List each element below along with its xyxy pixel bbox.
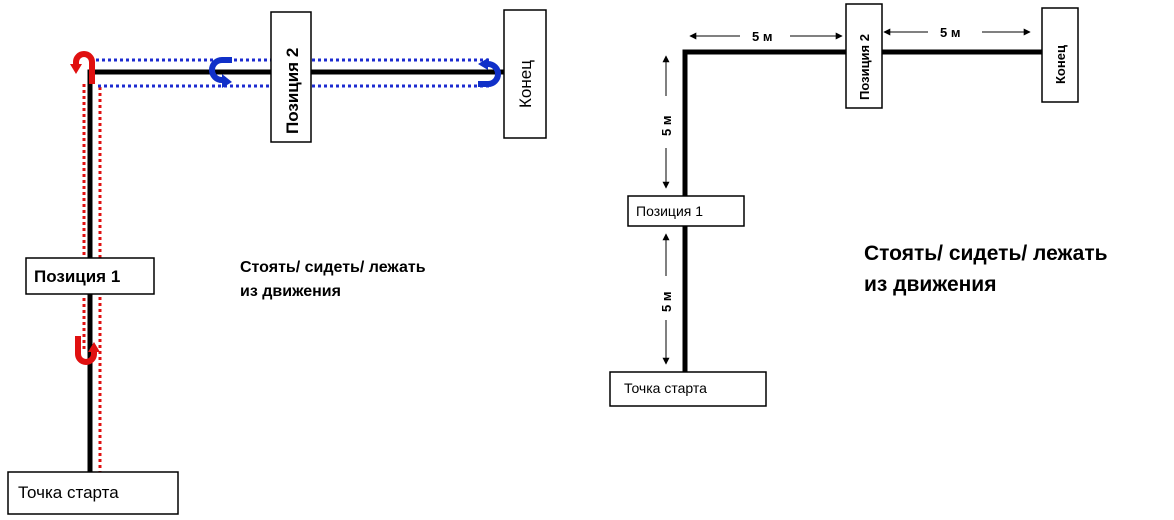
right-start-label: Точка старта [624, 380, 707, 396]
left-position1-box [25, 257, 155, 295]
left-position1-uturn-arrow-icon [75, 336, 100, 365]
right-caption-line1: Стоять/ сидеть/ лежать [864, 242, 1108, 265]
right-dim-vertical-upper: 5 м [659, 55, 674, 189]
left-diagram: Точка старта Позиция 1 Позиция 2 Конец [7, 9, 547, 515]
right-dim-vertical-lower-label: 5 м [659, 292, 674, 312]
left-end-uturn-arrow-icon [478, 58, 501, 87]
right-end-label: Конец [1053, 45, 1068, 84]
left-corner-uturn-arrow-icon [70, 51, 95, 84]
right-end-box [1041, 7, 1079, 103]
left-caption: Стоять/ сидеть/ лежать из движения [240, 256, 426, 304]
right-position2-box [845, 3, 883, 109]
right-caption: Стоять/ сидеть/ лежать из движения [864, 238, 1108, 300]
right-position2-label: Позиция 2 [857, 34, 872, 100]
right-dim-horizontal-left: 5 м [689, 29, 843, 44]
right-track [682, 49, 1046, 372]
left-position2-box [270, 11, 312, 143]
right-dim-vertical-lower: 5 м [659, 233, 674, 365]
left-position2-uturn-arrow-icon [209, 57, 232, 88]
left-end-box [503, 9, 547, 139]
right-dim-horizontal-left-label: 5 м [752, 29, 772, 44]
right-dim-horizontal-right-label: 5 м [940, 25, 960, 40]
left-start-label: Точка старта [18, 483, 119, 502]
right-diagram: 5 м 5 м 5 м 5 м Точка старта Позиция 1 П… [609, 3, 1079, 407]
left-position2-label: Позиция 2 [283, 48, 302, 134]
left-end-label: Конец [516, 60, 535, 108]
right-caption-line2: из движения [864, 273, 997, 296]
right-position1-label: Позиция 1 [636, 203, 703, 219]
left-start-box [7, 471, 179, 515]
right-dim-vertical-upper-label: 5 м [659, 116, 674, 136]
right-dim-horizontal-right: 5 м [883, 25, 1031, 40]
left-caption-line2: из движения [240, 283, 341, 300]
right-start-box [609, 371, 767, 407]
right-position1-box [627, 195, 745, 227]
left-caption-line1: Стоять/ сидеть/ лежать [240, 259, 426, 276]
left-blue-dotted-path [96, 58, 490, 88]
left-position1-label: Позиция 1 [34, 267, 120, 286]
